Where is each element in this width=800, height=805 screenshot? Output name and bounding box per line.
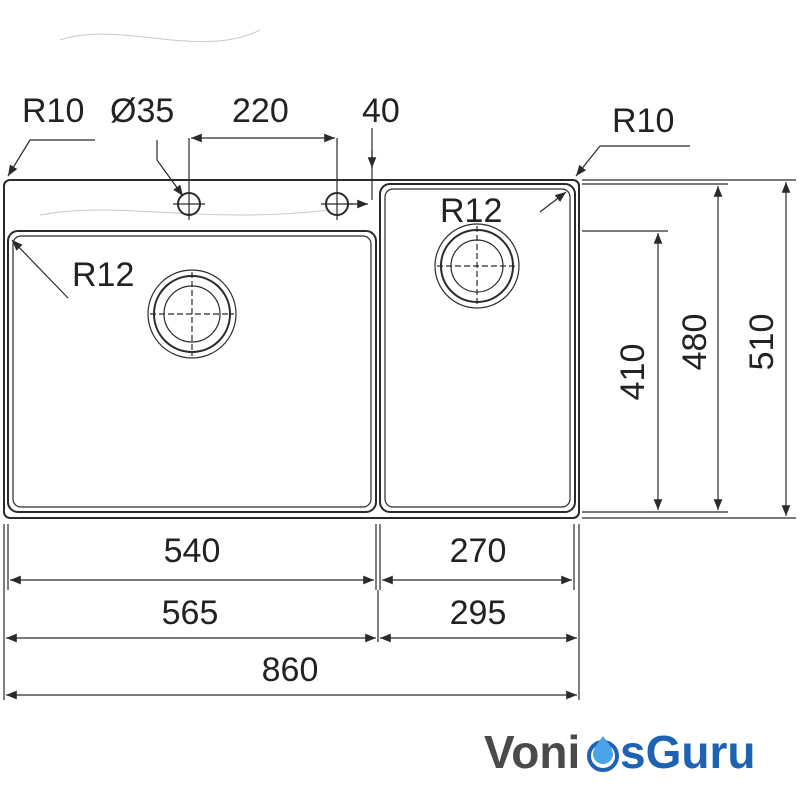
label-width-small-section: 295 bbox=[450, 594, 507, 632]
water-drop-icon bbox=[587, 736, 619, 772]
label-depth-total: 510 bbox=[743, 314, 781, 371]
label-depth-inner: 410 bbox=[614, 344, 652, 401]
logo-text-part1: Voni bbox=[484, 726, 580, 778]
label-r10-left: R10 bbox=[22, 92, 84, 130]
label-width-large-section: 565 bbox=[162, 594, 219, 632]
r12-left-leader bbox=[11, 239, 69, 299]
label-hole-offset: 40 bbox=[362, 92, 400, 130]
logo-text-part2: sGuru bbox=[620, 726, 755, 778]
label-r12-right: R12 bbox=[440, 192, 502, 230]
top-dimensions bbox=[7, 128, 690, 209]
large-bowl bbox=[7, 230, 377, 513]
tap-hole-left bbox=[173, 188, 205, 220]
right-dimensions bbox=[582, 179, 796, 519]
label-hole-spacing: 220 bbox=[232, 92, 289, 130]
label-r10-right: R10 bbox=[612, 102, 674, 140]
sink-outline bbox=[3, 179, 580, 519]
label-r12-left: R12 bbox=[72, 256, 134, 294]
label-hole-diameter: Ø35 bbox=[110, 92, 174, 130]
label-width-large-bowl: 540 bbox=[164, 532, 221, 570]
r12-right-leader bbox=[539, 191, 567, 213]
watermark-ghost bbox=[39, 29, 331, 216]
small-bowl bbox=[379, 183, 576, 513]
small-bowl-drain bbox=[434, 223, 520, 309]
label-width-small-bowl: 270 bbox=[450, 532, 507, 570]
bottom-dimensions bbox=[3, 524, 580, 700]
vonios-guru-logo: Voni sGuru bbox=[484, 726, 755, 778]
label-depth-bowl: 480 bbox=[676, 314, 714, 371]
large-bowl-drain bbox=[147, 269, 237, 359]
label-width-total: 860 bbox=[262, 651, 319, 689]
